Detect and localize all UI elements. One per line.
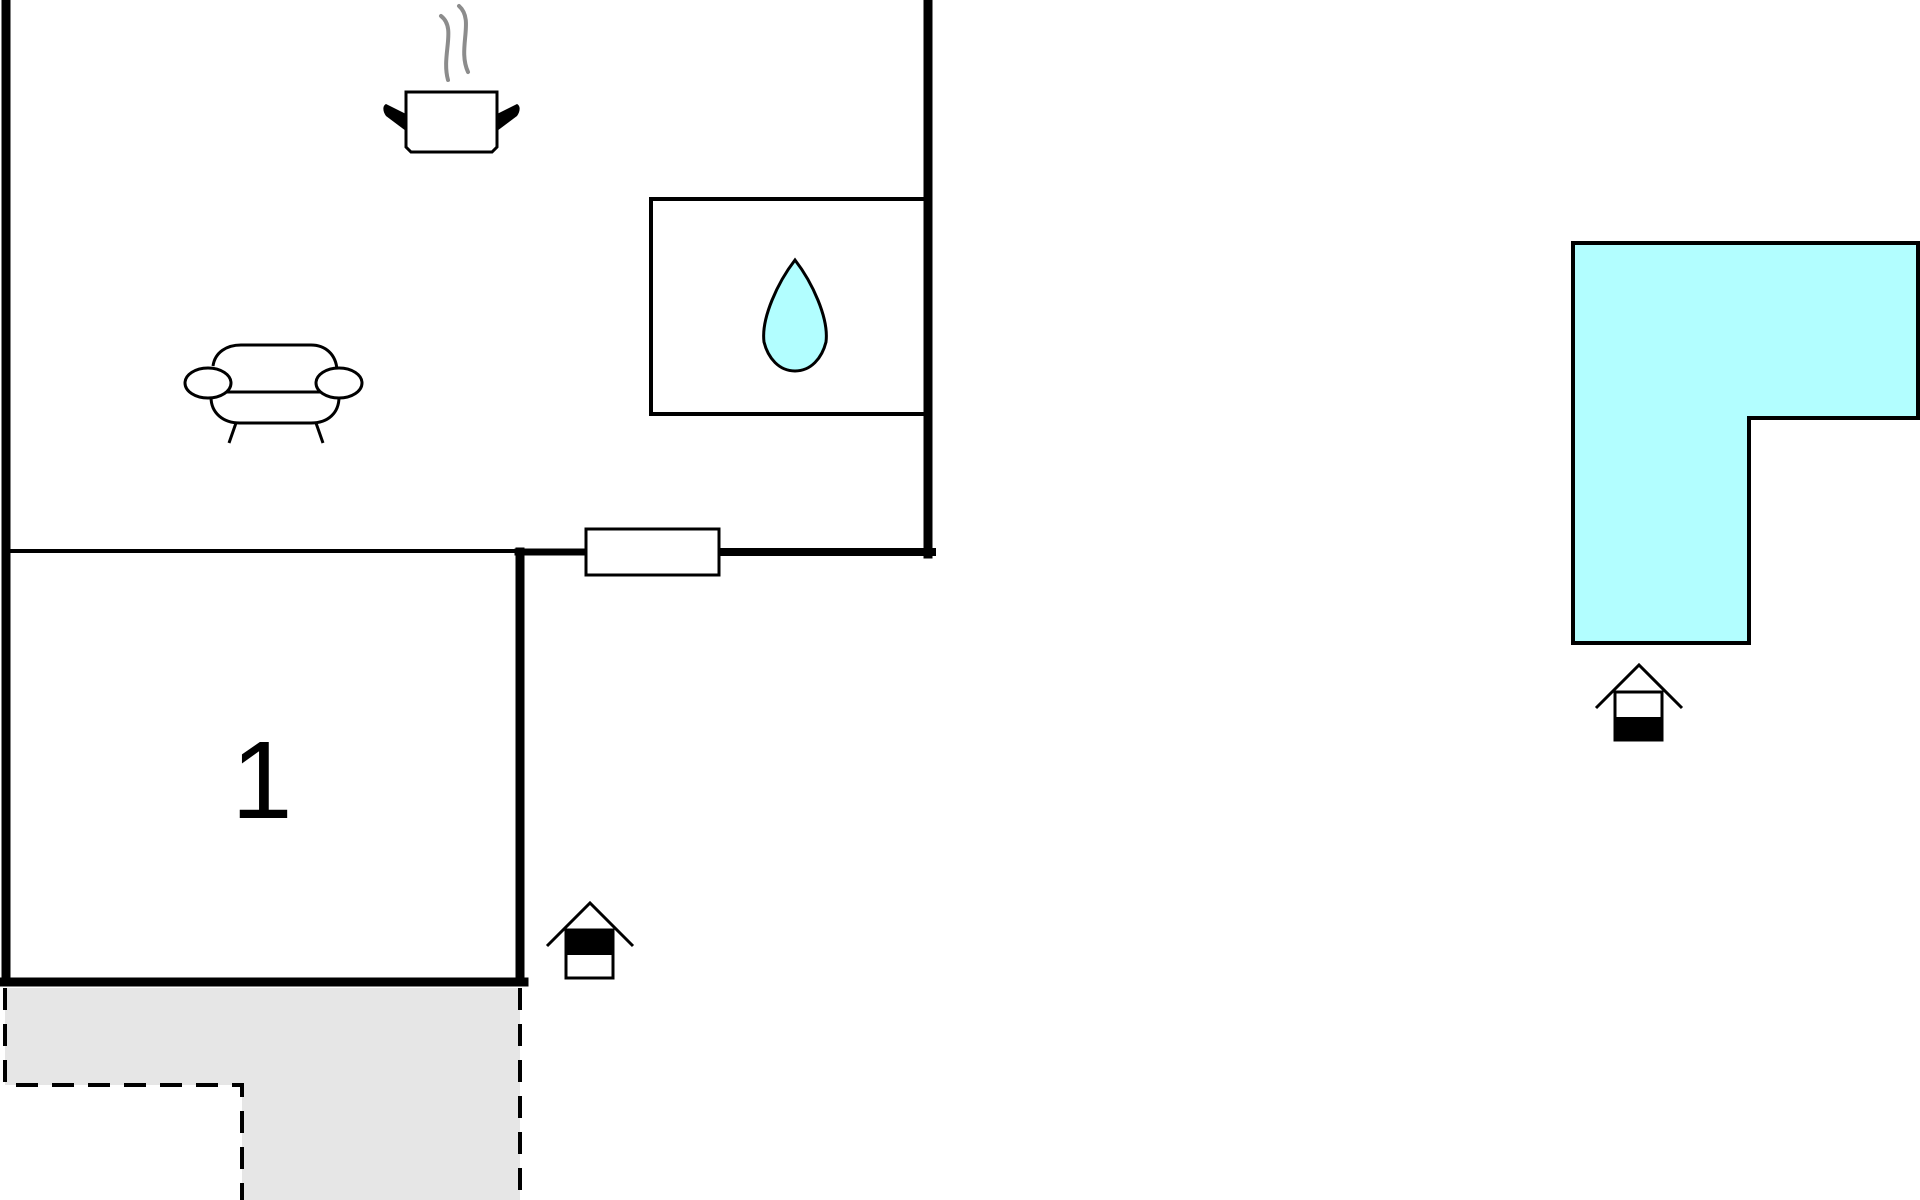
- interior-walls: [8, 197, 929, 553]
- outer-walls: [0, 0, 936, 987]
- bathroom: [649, 197, 929, 416]
- swimming-pool: [1571, 241, 1920, 645]
- sofa-icon: [183, 343, 364, 444]
- window: [584, 527, 721, 577]
- entrance-door-icon: [545, 900, 635, 980]
- pool-ladder-icon: [1594, 662, 1684, 742]
- terrace-area: [3, 988, 522, 1200]
- water-drop-icon: [762, 257, 828, 373]
- cooking-pot-icon: [383, 4, 520, 154]
- room-number-label: 1: [231, 719, 292, 842]
